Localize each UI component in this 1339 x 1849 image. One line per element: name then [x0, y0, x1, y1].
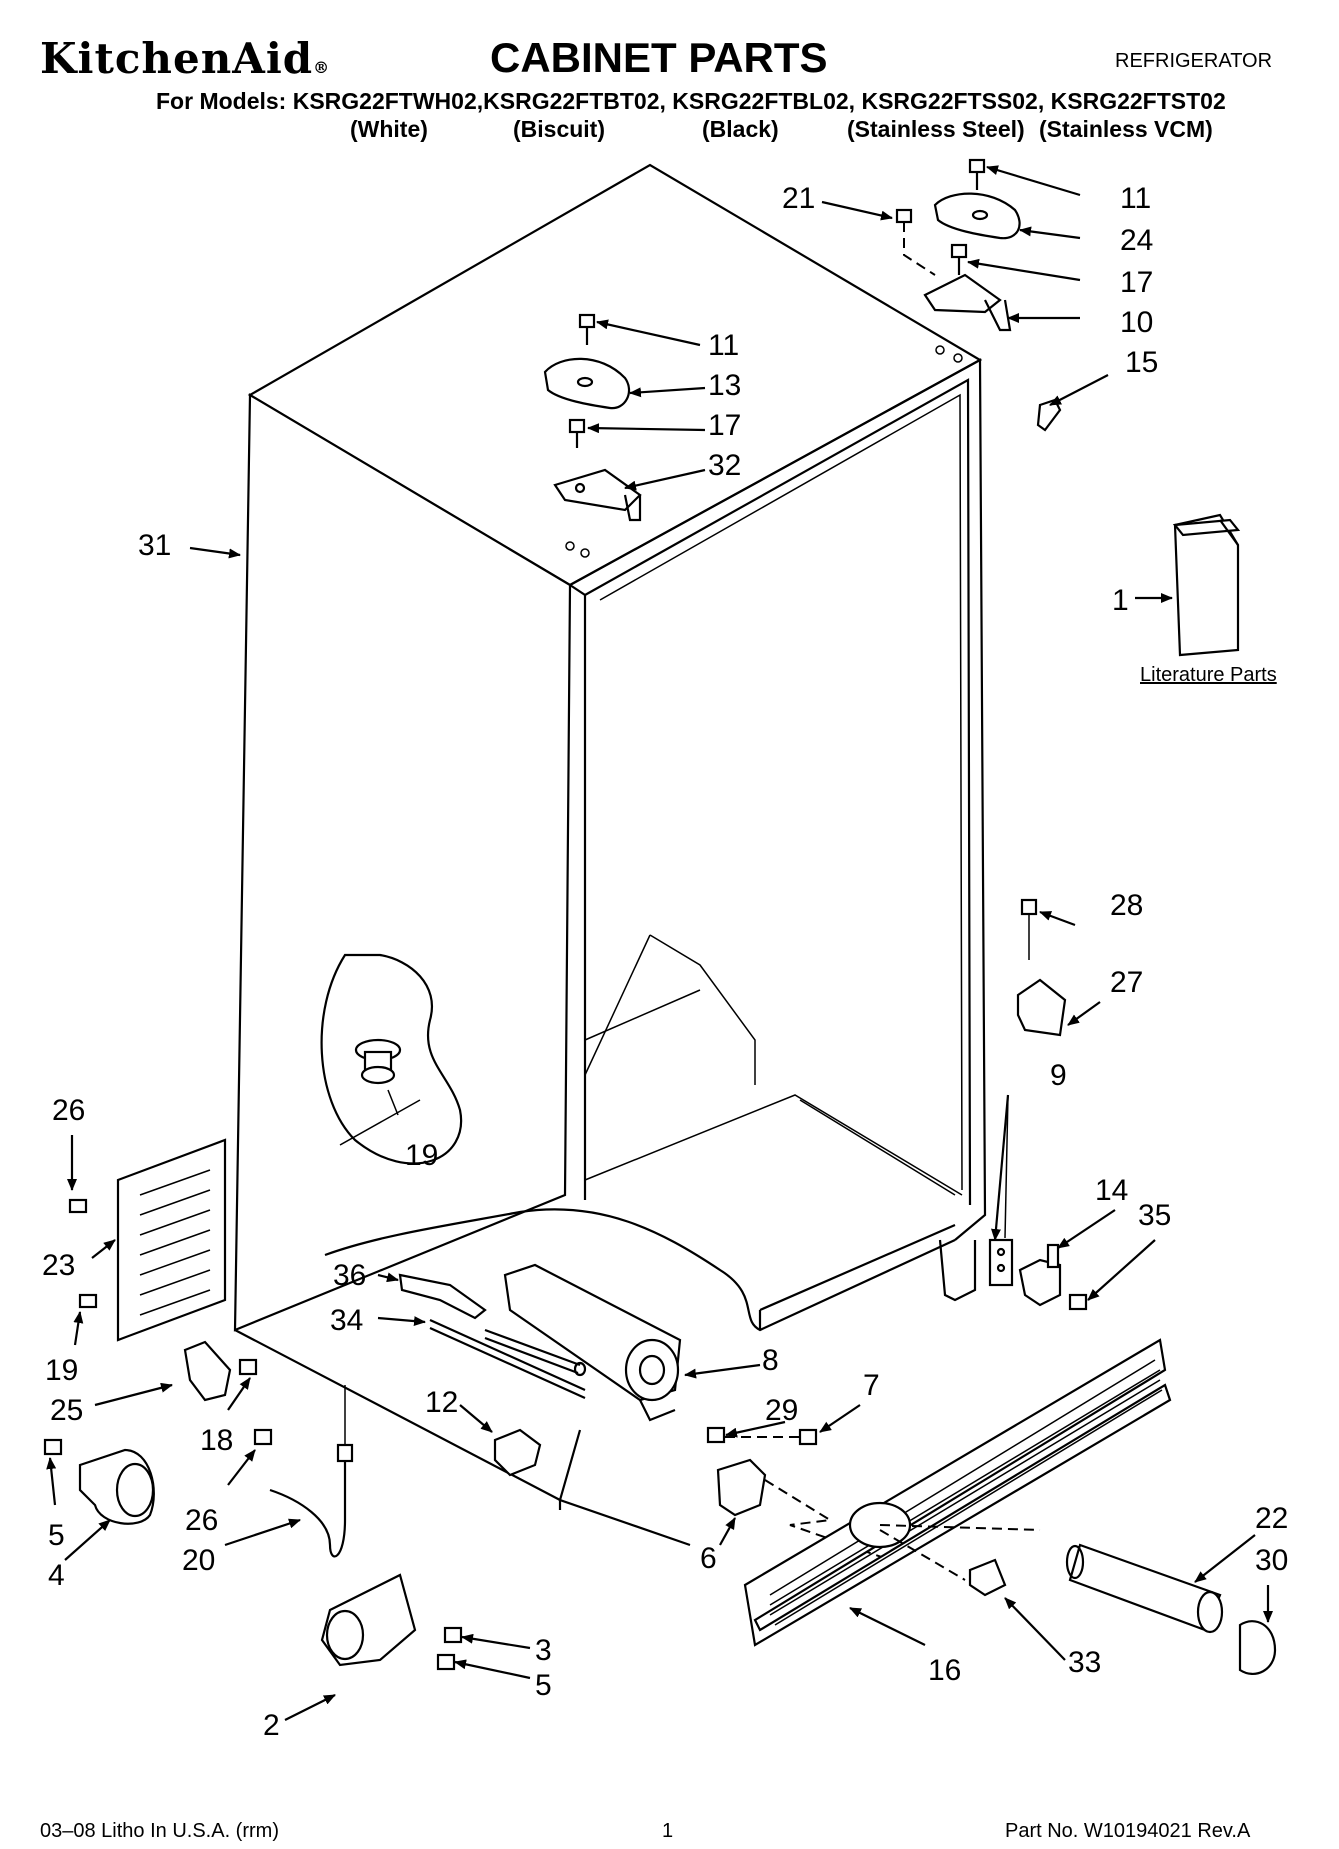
footer-page-number: 1	[662, 1820, 674, 1842]
callout-17: 17	[1120, 266, 1153, 299]
callout-18: 18	[200, 1424, 233, 1457]
water-filter-assembly	[968, 1543, 1277, 1676]
callout-numbers: 11 24 17 10 15 21 11 13 17 32 31 1 28 27…	[42, 182, 1288, 1742]
callout-33: 33	[1068, 1646, 1101, 1679]
brand-name: KitchenAid	[40, 34, 314, 83]
callout-29: 29	[765, 1394, 798, 1427]
page-title: CABINET PARTS	[490, 34, 828, 81]
lower-center-hardware	[706, 1426, 891, 1561]
callout-3: 3	[535, 1634, 552, 1667]
callout-7: 7	[863, 1369, 880, 1402]
brand-logo: KitchenAid®	[40, 34, 330, 83]
callout-14: 14	[1095, 1174, 1128, 1207]
callout-9: 9	[1050, 1059, 1067, 1092]
lower-hinge-assembly	[988, 1238, 1088, 1311]
kickplate-grille	[743, 1338, 1172, 1647]
callout-1: 1	[1112, 584, 1129, 617]
footer-part-number: Part No. W10194021 Rev.A	[1005, 1820, 1251, 1842]
callout-11: 11	[708, 329, 739, 362]
callout-32: 32	[708, 449, 741, 482]
callout-16: 16	[928, 1654, 961, 1687]
leveling-leg-inset	[320, 953, 463, 1165]
callout-27: 27	[1110, 966, 1143, 999]
model-list: For Models: KSRG22FTWH02,KSRG22FTBT02, K…	[156, 88, 1226, 114]
lower-left-hardware	[43, 1340, 354, 1558]
callout-26: 26	[52, 1094, 85, 1127]
brand-registered-mark: ®	[313, 58, 331, 77]
rear-access-panel	[68, 1138, 227, 1342]
color-stainless-vcm: (Stainless VCM)	[1039, 116, 1213, 142]
callout-24: 24	[1120, 224, 1153, 257]
callout-8: 8	[762, 1344, 779, 1377]
footer-litho: 03–08 Litho In U.S.A. (rrm)	[40, 1820, 279, 1842]
callout-leader-lines	[46, 165, 1273, 1721]
callout-30: 30	[1255, 1544, 1288, 1577]
color-stainless-steel: (Stainless Steel)	[847, 116, 1025, 142]
callout-31: 31	[138, 529, 171, 562]
color-white: (White)	[350, 116, 428, 142]
callout-26: 26	[185, 1504, 218, 1537]
callout-4: 4	[48, 1559, 65, 1592]
callout-23: 23	[42, 1249, 75, 1282]
callout-13: 13	[708, 369, 741, 402]
callout-11: 11	[1120, 182, 1151, 215]
callout-5: 5	[48, 1519, 65, 1552]
callout-6: 6	[700, 1542, 717, 1575]
callout-2: 2	[263, 1709, 280, 1742]
callout-25: 25	[50, 1394, 83, 1427]
callout-35: 35	[1138, 1199, 1171, 1232]
literature-parts-label: Literature Parts	[1140, 664, 1277, 686]
callout-36: 36	[333, 1259, 366, 1292]
callout-20: 20	[182, 1544, 215, 1577]
callout-5: 5	[535, 1669, 552, 1702]
callout-19: 19	[45, 1354, 78, 1387]
callout-17: 17	[708, 409, 741, 442]
callout-28: 28	[1110, 889, 1143, 922]
callout-15: 15	[1125, 346, 1158, 379]
callout-22: 22	[1255, 1502, 1288, 1535]
color-black: (Black)	[702, 116, 779, 142]
top-hinge-right-assembly	[895, 158, 1062, 432]
front-roller-assembly	[320, 1573, 463, 1671]
water-system-parts	[398, 1263, 682, 1477]
callout-34: 34	[330, 1304, 363, 1337]
literature-booklet	[1172, 513, 1241, 657]
color-biscuit: (Biscuit)	[513, 116, 605, 142]
callout-21: 21	[782, 182, 815, 215]
callout-19: 19	[405, 1139, 438, 1172]
callout-12: 12	[425, 1386, 458, 1419]
callout-10: 10	[1120, 306, 1153, 339]
door-stop-assembly	[1016, 898, 1067, 1037]
appliance-category: REFRIGERATOR	[1115, 50, 1273, 72]
top-hinge-left-assembly	[543, 313, 642, 522]
